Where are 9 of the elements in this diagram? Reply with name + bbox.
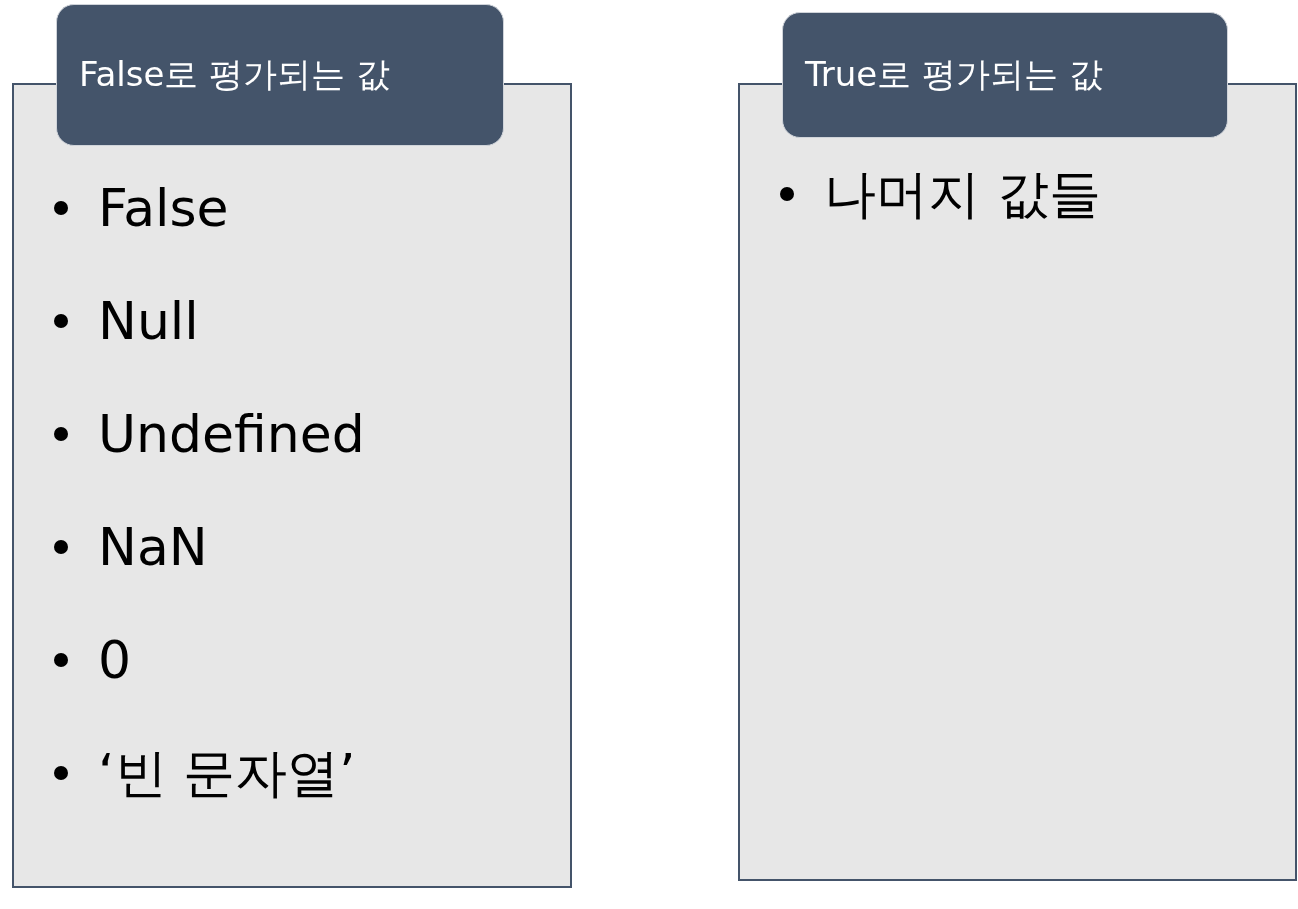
header-tab: True로 평가되는 값 xyxy=(782,12,1228,138)
list-item: Null xyxy=(98,291,199,351)
list-item: NaN xyxy=(98,517,208,577)
list-item: 0 xyxy=(98,630,132,690)
list-item: ‘빈 문자열’ xyxy=(98,743,356,803)
list-item: Undefined xyxy=(98,404,365,464)
header-tab: False로 평가되는 값 xyxy=(56,4,504,146)
list-item: False xyxy=(98,178,229,238)
list-item: 나머지 값들 xyxy=(824,164,1101,224)
